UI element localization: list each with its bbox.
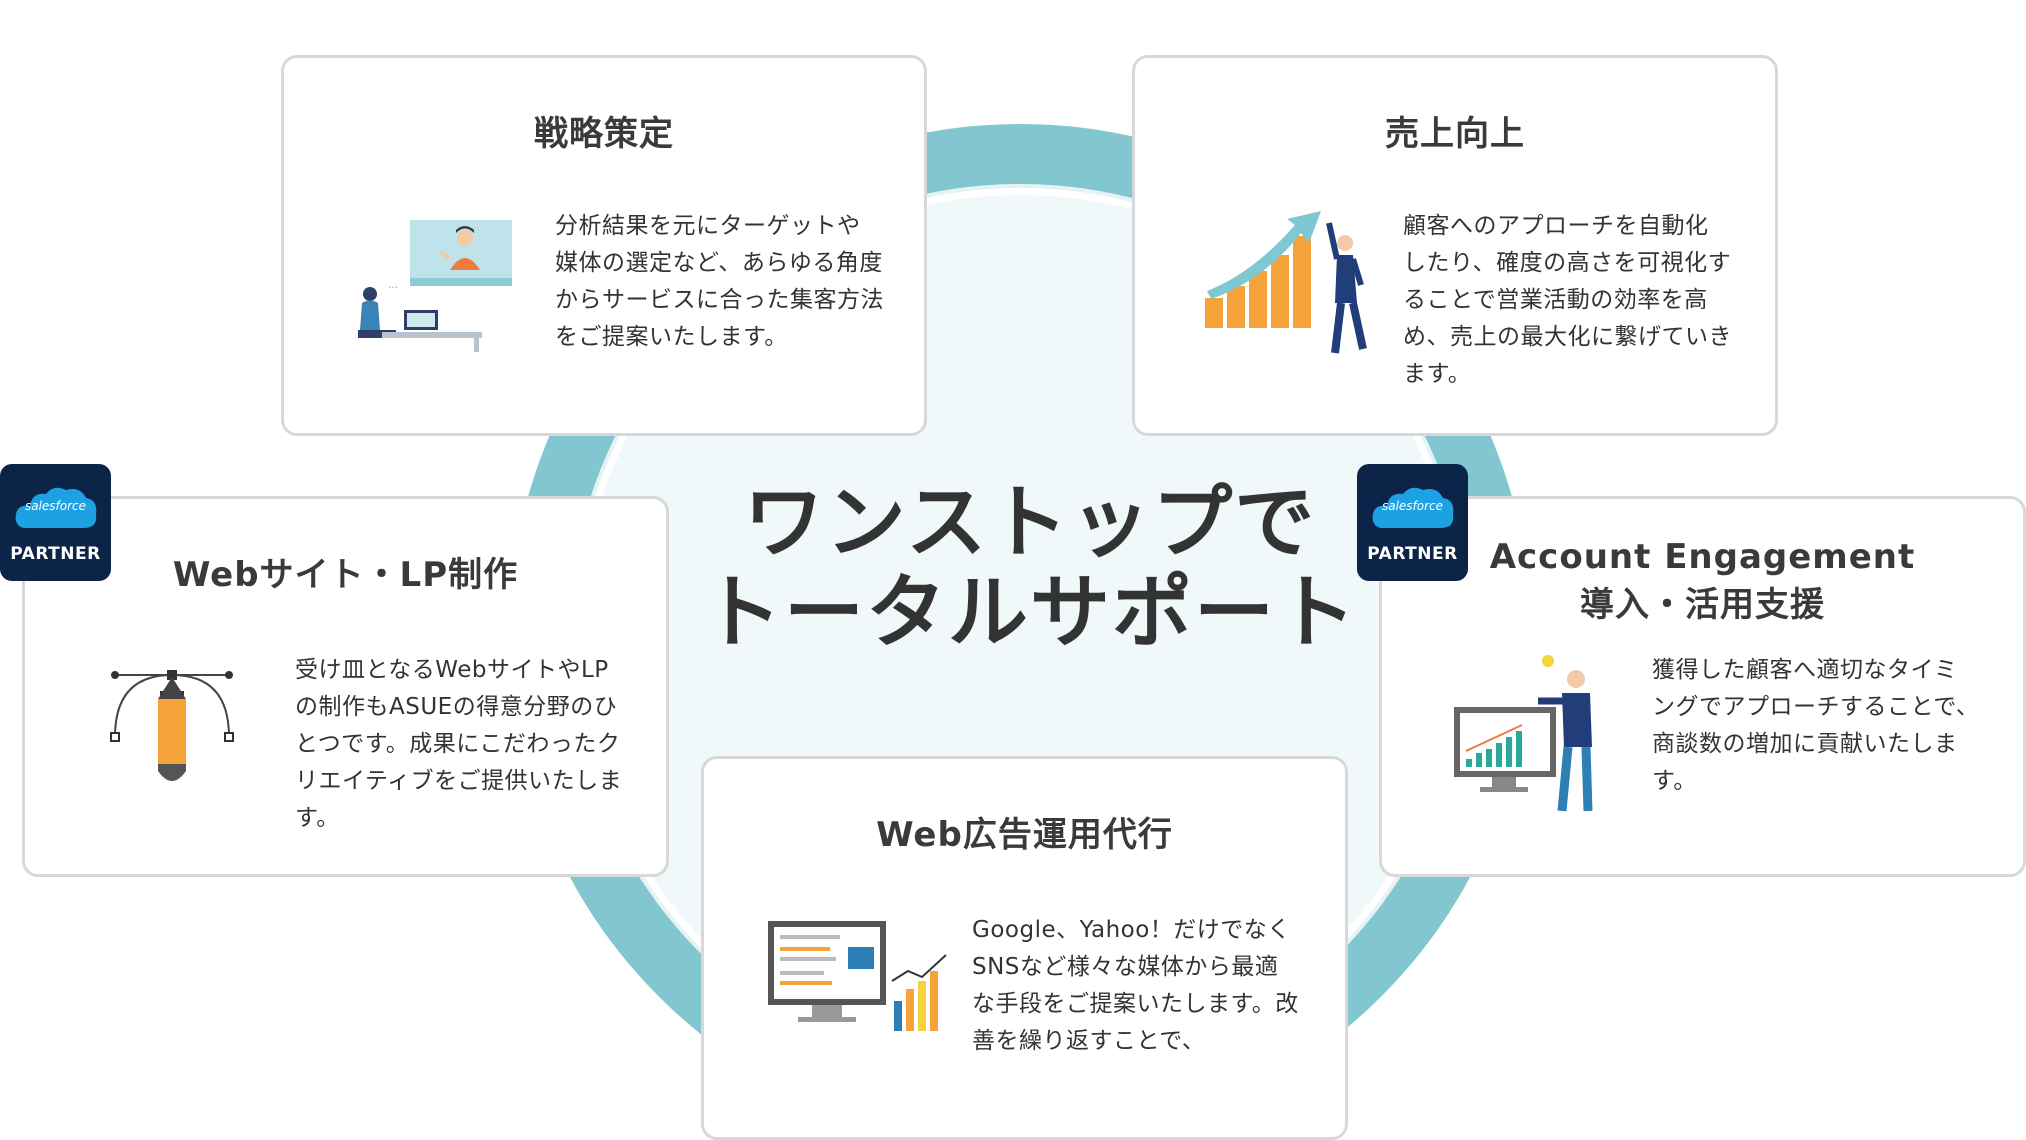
card-account-title-line1: Account Engagement xyxy=(1489,537,1916,577)
card-account-title-line2: 導入・活用支援 xyxy=(1580,585,1825,625)
card-sales-title: 売上向上 xyxy=(1385,114,1525,154)
body-line: リエイティブをご提供いたしま xyxy=(295,768,623,794)
body-line: の制作もASUEの得意分野のひ xyxy=(295,694,618,720)
center-headline: ワンストップで トータルサポート xyxy=(690,478,1370,658)
card-sales: 売上向上 顧客へのアプローチを自動化 したり、確度の高さを可視化す ることで営業… xyxy=(1132,55,1778,436)
badge-cloud-text: salesforce xyxy=(24,499,87,513)
body-line: ることで営業活動の効率を高 xyxy=(1403,287,1708,313)
card-strategy: 戦略策定 … 分析結果を元にターゲットや 媒体の選定など、あらゆる角度 からサー… xyxy=(281,55,927,436)
body-line: な手段をご提案いたします。改 xyxy=(972,991,1299,1017)
salesforce-cloud-icon xyxy=(15,487,97,528)
badge-label: PARTNER xyxy=(1367,544,1458,564)
card-website: Webサイト・LP制作 受け皿となるWebサイトやLP の制作もASUEの得意分… xyxy=(22,496,669,877)
body-line: 分析結果を元にターゲットや xyxy=(555,213,861,239)
body-line: ます。 xyxy=(1403,361,1472,387)
headline-line2: トータルサポート xyxy=(702,566,1358,659)
card-account-body: 獲得した顧客へ適切なタイミ ングでアプローチすることで、 商談数の増加に貢献いた… xyxy=(1652,652,1979,800)
body-line: 顧客へのアプローチを自動化 xyxy=(1403,213,1709,239)
salesforce-partner-badge-left: salesforce PARTNER xyxy=(0,464,111,581)
body-line: 媒体の選定など、あらゆる角度 xyxy=(555,250,883,276)
body-line: め、売上の最大化に繋げていき xyxy=(1403,324,1732,350)
badge-label: PARTNER xyxy=(10,544,101,564)
card-ads-title: Web広告運用代行 xyxy=(876,815,1173,855)
body-line: す。 xyxy=(1652,768,1697,794)
body-line: ングでアプローチすることで、 xyxy=(1652,694,1980,720)
body-line: 商談数の増加に貢献いたしま xyxy=(1652,731,1958,757)
card-strategy-body: 分析結果を元にターゲットや 媒体の選定など、あらゆる角度 からサービスに合った集… xyxy=(555,208,884,356)
salesforce-partner-badge-right: salesforce PARTNER xyxy=(1357,464,1468,581)
card-website-title: Webサイト・LP制作 xyxy=(172,555,519,595)
card-sales-body: 顧客へのアプローチを自動化 したり、確度の高さを可視化す ることで営業活動の効率… xyxy=(1403,208,1732,393)
card-ads-body: Google、Yahoo！だけでなく SNSなど様々な媒体から最適 な手段をご提… xyxy=(972,912,1299,1060)
pen-tool-icon xyxy=(110,670,234,781)
card-website-body: 受け皿となるWebサイトやLP の制作もASUEの得意分野のひ とつです。成果に… xyxy=(295,652,622,837)
body-line: 善を繰り返すことで、 xyxy=(972,1028,1206,1054)
badge-cloud-text: salesforce xyxy=(1381,499,1444,513)
body-line: 獲得した顧客へ適切なタイミ xyxy=(1652,657,1958,683)
card-web-ads: Web広告運用代行 Google、Yahoo！だけでなく SNSなど様々な媒体か… xyxy=(701,756,1348,1140)
card-account-engagement: Account Engagement 導入・活用支援 獲得した顧客へ適切なタイミ… xyxy=(1379,496,2026,877)
web-ad-monitor-illustration xyxy=(768,921,947,1031)
body-line: す。 xyxy=(295,805,340,831)
body-line: Google、Yahoo！だけでなく xyxy=(972,917,1291,943)
body-line: SNSなど様々な媒体から最適 xyxy=(972,954,1279,980)
headline-line1: ワンストップで xyxy=(743,476,1317,569)
body-line: とつです。成果にこだわったク xyxy=(295,731,621,757)
card-strategy-title: 戦略策定 xyxy=(534,114,674,154)
body-line: したり、確度の高さを可視化す xyxy=(1403,250,1732,276)
body-line: をご提案いたします。 xyxy=(555,324,788,350)
body-line: 受け皿となるWebサイトやLP xyxy=(295,657,609,683)
svg-text:…: … xyxy=(388,280,398,291)
video-call-illustration: … xyxy=(358,220,512,352)
salesforce-cloud-icon xyxy=(1372,487,1454,528)
monitor-analytics-illustration xyxy=(1454,655,1593,812)
body-line: からサービスに合った集客方法 xyxy=(555,287,884,313)
growth-chart-illustration xyxy=(1205,211,1367,354)
